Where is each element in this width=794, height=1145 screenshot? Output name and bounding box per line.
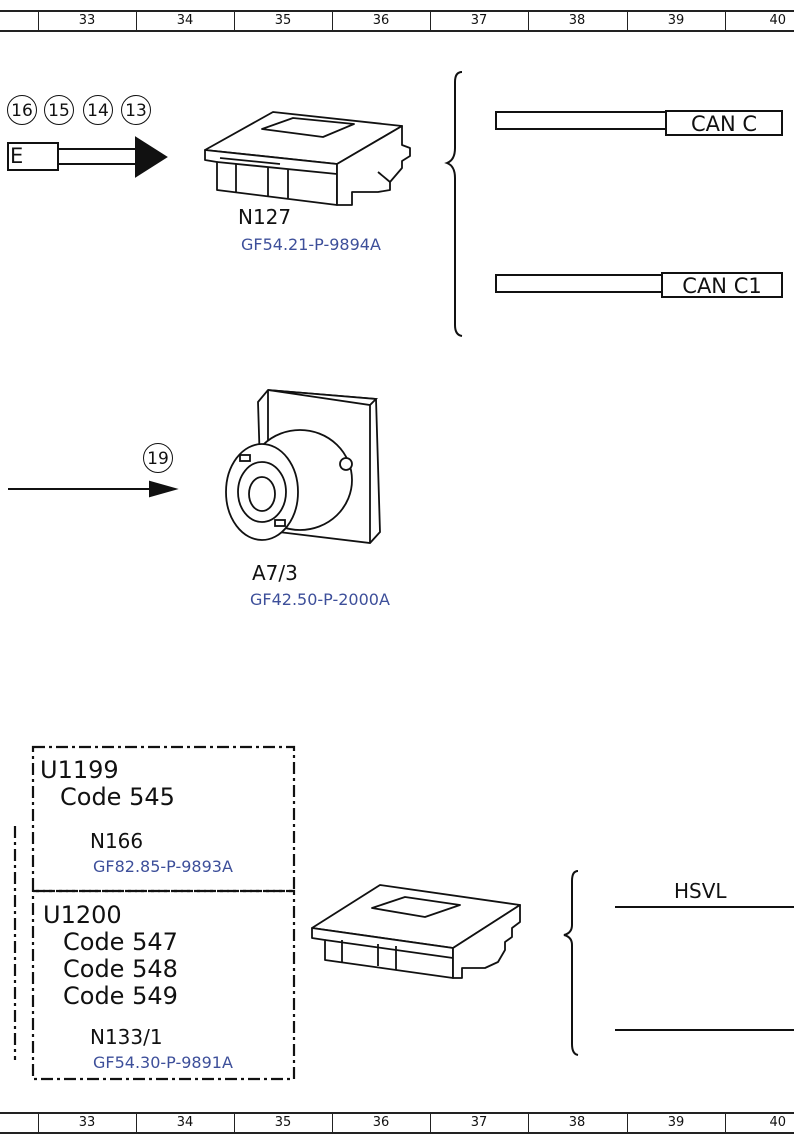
bottom-ruler: 33 34 35 36 37 38 39 40	[0, 1112, 794, 1134]
module-label-n127: N127	[238, 205, 292, 229]
code-label: Code 547	[63, 928, 178, 956]
bus-label-hsvl: HSVL	[674, 879, 727, 903]
column-number: 34	[176, 13, 194, 28]
component-label-a7-3: A7/3	[252, 561, 298, 585]
signal-arrow-19	[8, 480, 179, 498]
connector-circle: 16	[7, 95, 37, 125]
module-label-n166: N166	[90, 829, 144, 853]
box-title-u1199: U1199	[40, 756, 119, 784]
signal-arrow-e	[7, 136, 168, 178]
bus-label-can-c: CAN C	[665, 110, 783, 136]
can-c1-bus-line	[495, 274, 663, 293]
a7-3-actuator-icon	[225, 389, 381, 544]
reference-link-n133-1[interactable]: GF54.30-P-9891A	[93, 1053, 233, 1072]
column-number: 36	[372, 1115, 390, 1130]
brace	[563, 870, 579, 1056]
connector-circle: 15	[44, 95, 74, 125]
hsvl-bus-lines	[615, 906, 794, 1031]
arrow-label: E	[10, 144, 24, 168]
box-title-u1200: U1200	[43, 901, 122, 929]
connector-circle: 13	[121, 95, 151, 125]
brace	[444, 71, 463, 337]
n127-control-unit-icon	[204, 111, 411, 206]
connector-circle: 19	[143, 443, 173, 473]
column-number: 40	[769, 1115, 786, 1130]
n133-1-control-unit-icon	[311, 884, 521, 979]
column-number: 35	[274, 13, 292, 28]
module-label-n133-1: N133/1	[90, 1025, 163, 1049]
bus-label-can-c1: CAN C1	[661, 272, 783, 298]
column-number: 39	[667, 1115, 685, 1130]
code-label: Code 548	[63, 955, 178, 983]
reference-link-a7-3[interactable]: GF42.50-P-2000A	[250, 590, 390, 609]
reference-link-n166[interactable]: GF82.85-P-9893A	[93, 857, 233, 876]
column-number: 35	[274, 1115, 292, 1130]
column-number: 37	[470, 1115, 488, 1130]
connector-circle: 14	[83, 95, 113, 125]
column-number: 38	[568, 13, 586, 28]
column-number: 36	[372, 13, 390, 28]
can-c-bus-line	[495, 111, 667, 130]
column-number: 37	[470, 13, 488, 28]
dash-dot-boxes	[13, 745, 296, 1081]
code-label: Code 549	[63, 982, 178, 1010]
column-number: 34	[176, 1115, 194, 1130]
column-number: 39	[667, 13, 685, 28]
code-label: Code 545	[60, 783, 175, 811]
column-number: 33	[78, 1115, 96, 1130]
column-number: 38	[568, 1115, 586, 1130]
column-number: 40	[769, 13, 786, 28]
top-ruler: 33 34 35 36 37 38 39 40	[0, 10, 794, 32]
column-number: 33	[78, 13, 96, 28]
reference-link-n127[interactable]: GF54.21-P-9894A	[241, 235, 381, 254]
